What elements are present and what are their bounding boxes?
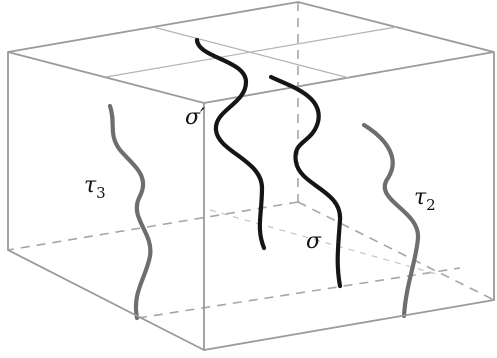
back-bottom-left-hidden-edge	[7, 201, 299, 251]
sigma-prime-label: σ′	[185, 105, 205, 130]
top-face-divider-b	[105, 26, 397, 78]
hidden-edges	[7, 2, 495, 319]
sigma-label: σ	[306, 229, 322, 254]
tau2-strand	[361, 122, 421, 319]
bottom-left-edge	[7, 249, 205, 351]
back-bottom-right-hidden-edge	[297, 201, 495, 301]
tau2-label: τ2	[414, 185, 436, 214]
bottom-right-edge	[203, 299, 495, 351]
top-face	[7, 1, 495, 104]
bottom-midline-1	[137, 267, 461, 319]
bottom-midline-2	[209, 209, 441, 276]
sigma-prime-strand	[194, 37, 267, 251]
tau3-strand	[107, 103, 153, 321]
tau3-label: τ3	[84, 173, 106, 202]
labels: σ′ τ3 σ τ2	[84, 105, 436, 254]
front-faces	[7, 51, 495, 351]
sigma-strand	[268, 74, 343, 289]
strands	[107, 37, 421, 321]
